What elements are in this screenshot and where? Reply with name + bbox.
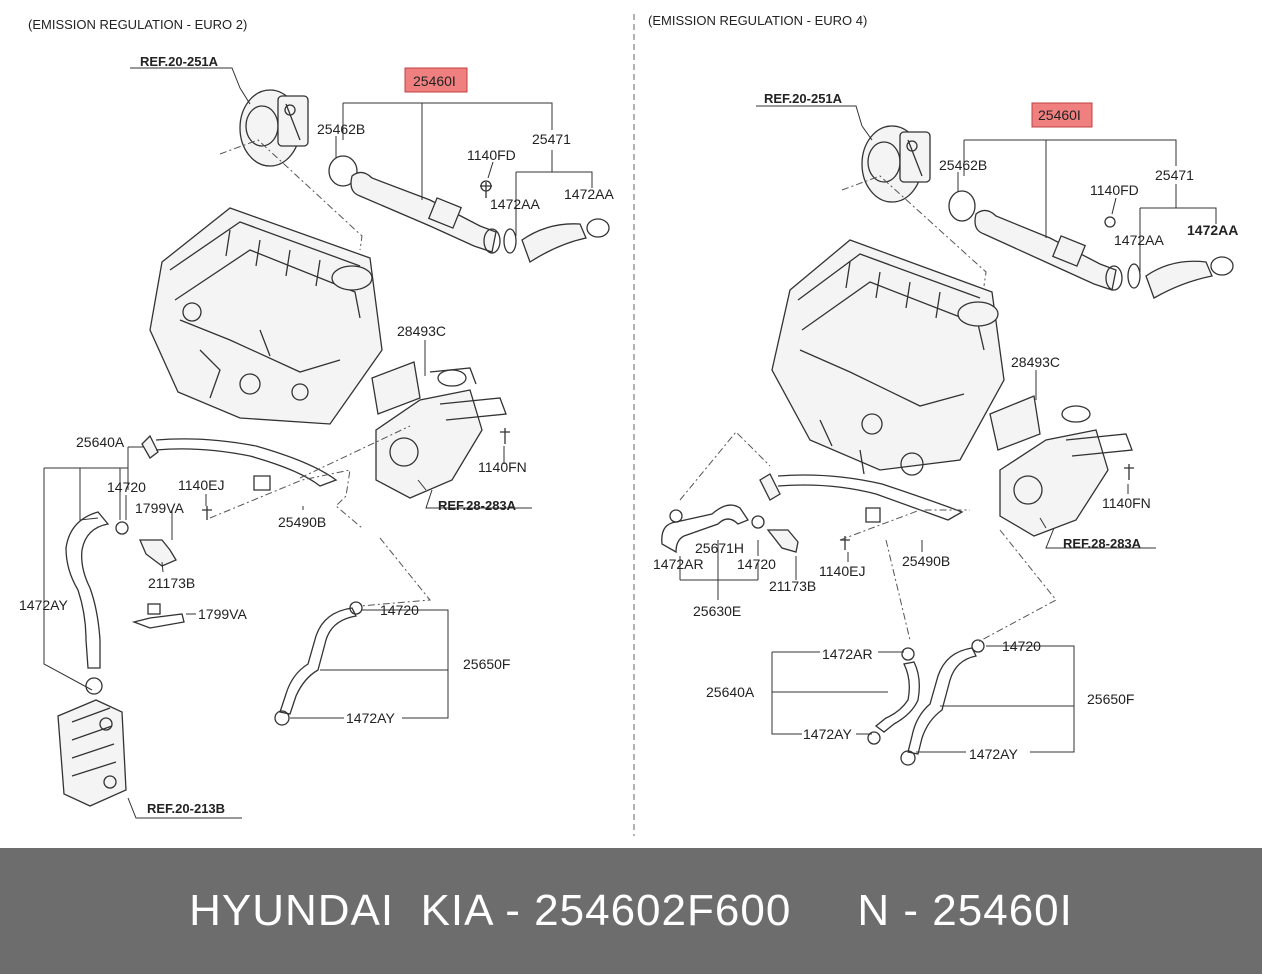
label-1140fd[interactable]: 1140FD: [1090, 182, 1139, 198]
egr-pipe-part: [328, 155, 610, 263]
right-panel-header: (EMISSION REGULATION - EURO 4): [648, 13, 867, 28]
label-28493c[interactable]: 28493C: [1011, 354, 1060, 370]
label-25460i-highlighted[interactable]: 25460I: [413, 73, 456, 89]
coolant-hose-25650f-part: [900, 639, 985, 766]
label-ref-28-283a[interactable]: REF.28-283A: [438, 498, 517, 513]
coolant-hose-25650f-part: [274, 601, 363, 726]
left-panel: (EMISSION REGULATION - EURO 2): [19, 17, 614, 819]
label-1472ar[interactable]: 1472AR: [822, 646, 873, 662]
label-25471[interactable]: 25471: [532, 131, 571, 147]
coolant-hose-25671h-part: [661, 504, 850, 554]
highlight-box-25460i: [1031, 102, 1093, 128]
label-1472aa[interactable]: 1472AA: [490, 196, 540, 212]
coolant-hose-25640a-part: [867, 647, 920, 745]
label-1472ar[interactable]: 1472AR: [653, 556, 704, 572]
label-ref-20-213b[interactable]: REF.20-213B: [147, 801, 225, 816]
label-25462b[interactable]: 25462B: [317, 121, 365, 137]
left-panel-header: (EMISSION REGULATION - EURO 2): [28, 17, 247, 32]
label-25650f[interactable]: 25650F: [1087, 691, 1134, 707]
label-25490b[interactable]: 25490B: [278, 514, 326, 530]
thermostat-housing-part: [989, 395, 1134, 537]
label-1472aa[interactable]: 1472AA: [1114, 232, 1164, 248]
label-1472ay[interactable]: 1472AY: [19, 597, 68, 613]
part-number-text: HYUNDAI KIA - 254602F600 N - 25460I: [189, 886, 1073, 935]
label-14720[interactable]: 14720: [107, 479, 146, 495]
label-25640a[interactable]: 25640A: [76, 434, 125, 450]
small-fittings-left: [115, 506, 212, 629]
thermostat-housing-part: [371, 361, 510, 499]
label-1140fd[interactable]: 1140FD: [467, 147, 516, 163]
label-1472aa[interactable]: 1472AA: [564, 186, 614, 202]
part-number-banner: HYUNDAI KIA - 254602F600 N - 25460I: [0, 848, 1262, 974]
label-25671h[interactable]: 25671H: [695, 540, 744, 556]
turbocharger-part: [861, 125, 931, 203]
label-14720[interactable]: 14720: [1002, 638, 1041, 654]
label-1472aa[interactable]: 1472AA: [1187, 222, 1238, 238]
label-ref-20-251a[interactable]: REF.20-251A: [140, 54, 219, 69]
label-1472ay[interactable]: 1472AY: [346, 710, 395, 726]
label-25460i-highlighted[interactable]: 25460I: [1038, 107, 1081, 123]
engine-block-part: [149, 207, 383, 425]
label-14720[interactable]: 14720: [380, 602, 419, 618]
label-25462b[interactable]: 25462B: [939, 157, 987, 173]
water-hose-25490b-part: [759, 473, 964, 523]
label-25490b[interactable]: 25490B: [902, 553, 950, 569]
coolant-hose-1472ay-part: [65, 511, 110, 695]
label-1140ej[interactable]: 1140EJ: [819, 563, 865, 579]
label-1472ay[interactable]: 1472AY: [969, 746, 1018, 762]
label-ref-20-251a[interactable]: REF.20-251A: [764, 91, 843, 106]
label-1799va[interactable]: 1799VA: [198, 606, 247, 622]
label-28493c[interactable]: 28493C: [397, 323, 446, 339]
label-1140fn[interactable]: 1140FN: [478, 459, 527, 475]
label-25630e[interactable]: 25630E: [693, 603, 741, 619]
water-hose-25490b-part: [141, 434, 338, 491]
label-21173b[interactable]: 21173B: [769, 578, 816, 594]
highlight-box-25460i: [404, 67, 468, 93]
egr-pipe-part: [948, 190, 1234, 299]
label-1140fn[interactable]: 1140FN: [1102, 495, 1151, 511]
turbocharger-part: [239, 89, 309, 167]
label-25640a[interactable]: 25640A: [706, 684, 755, 700]
label-25471[interactable]: 25471: [1155, 167, 1194, 183]
label-14720[interactable]: 14720: [737, 556, 776, 572]
label-1799va[interactable]: 1799VA: [135, 500, 184, 516]
label-21173b[interactable]: 21173B: [148, 575, 195, 591]
oil-cooler-part: [57, 699, 127, 807]
label-1472ay[interactable]: 1472AY: [803, 726, 852, 742]
label-ref-28-283a[interactable]: REF.28-283A: [1063, 536, 1142, 551]
exploded-parts-diagram: (EMISSION REGULATION - EURO 2): [19, 13, 1238, 836]
right-panel: (EMISSION REGULATION - EURO 4): [648, 13, 1238, 766]
engine-block-part: [771, 239, 1005, 476]
label-1140ej[interactable]: 1140EJ: [178, 477, 224, 493]
label-25650f[interactable]: 25650F: [463, 656, 510, 672]
